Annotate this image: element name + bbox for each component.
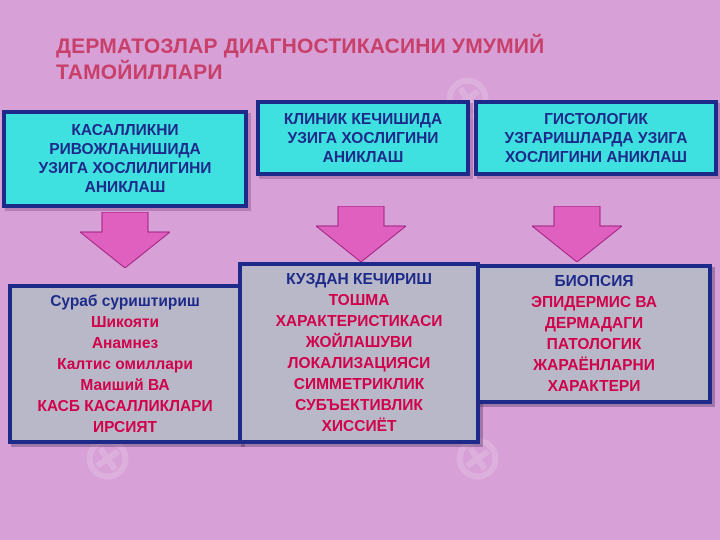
box-line: УЗИГА ХОСЛИЛИГИНИ bbox=[38, 160, 212, 177]
down-arrow-icon bbox=[532, 206, 622, 262]
box-line: УЗИГА ХОСЛИГИНИ bbox=[287, 129, 439, 147]
principle-box-clinical: КЛИНИК КЕЧИШИДА УЗИГА ХОСЛИГИНИ АНИКЛАШ bbox=[256, 100, 470, 176]
method-box-anamnesis: Сураб суриштириш Шикояти Анамнез Калтис … bbox=[8, 284, 242, 444]
slide-title: ДЕРМАТОЗЛАР ДИАГНОСТИКАСИНИ УМУМИЙ ТАМОЙ… bbox=[56, 34, 676, 86]
box-line: БИОПСИЯ bbox=[554, 273, 634, 290]
box-line: ПАТОЛОГИК bbox=[546, 336, 642, 353]
box-line: Анамнез bbox=[91, 334, 159, 352]
box-line: ЛОКАЛИЗАЦИЯСИ bbox=[287, 355, 431, 372]
box-line: ГИСТОЛОГИК bbox=[544, 110, 648, 128]
down-arrow-icon bbox=[316, 206, 406, 262]
box-line: ХОСЛИГИНИ АНИКЛАШ bbox=[504, 148, 687, 166]
method-box-examination: КУЗДАН КЕЧИРИШ ТОШМА ХАРАКТЕРИСТИКАСИ ЖО… bbox=[238, 262, 480, 444]
box-line: ХАРАКТЕРИСТИКАСИ bbox=[275, 313, 443, 330]
title-line-2: ТАМОЙИЛЛАРИ bbox=[56, 61, 223, 84]
box-line: УЗГАРИШЛАРДА УЗИГА bbox=[504, 129, 688, 147]
box-line: АНИКЛАШ bbox=[84, 179, 166, 196]
box-line: РИВОЖЛАНИШИДА bbox=[49, 141, 201, 158]
box-line: Маиший ВА bbox=[80, 376, 170, 394]
down-arrow-icon bbox=[80, 212, 170, 268]
principle-box-development: КАСАЛЛИКНИ РИВОЖЛАНИШИДА УЗИГА ХОСЛИЛИГИ… bbox=[2, 110, 248, 208]
box-line: ЭПИДЕРМИС ВА bbox=[531, 294, 657, 311]
box-line: ХИССИЁТ bbox=[321, 418, 397, 435]
title-line-1: ДЕРМАТОЗЛАР ДИАГНОСТИКАСИНИ УМУМИЙ bbox=[56, 35, 545, 58]
box-line: Шикояти bbox=[90, 313, 160, 331]
box-line: КАСБ КАСАЛЛИКЛАРИ bbox=[37, 397, 213, 415]
box-line: ХАРАКТЕРИ bbox=[547, 378, 641, 395]
box-line: ТОШМА bbox=[328, 292, 390, 309]
box-line: СИММЕТРИКЛИК bbox=[293, 376, 425, 393]
box-line: КЛИНИК КЕЧИШИДА bbox=[283, 110, 443, 128]
box-line: Калтис омиллари bbox=[57, 355, 193, 373]
method-box-biopsy: БИОПСИЯ ЭПИДЕРМИС ВА ДЕРМАДАГИ ПАТОЛОГИК… bbox=[476, 264, 712, 404]
box-line: КУЗДАН КЕЧИРИШ bbox=[286, 271, 432, 288]
box-line: АНИКЛАШ bbox=[322, 148, 404, 166]
box-line: ИРСИЯТ bbox=[92, 418, 158, 436]
box-line: ЖАРАЁНЛАРНИ bbox=[533, 357, 655, 374]
principle-box-histological: ГИСТОЛОГИК УЗГАРИШЛАРДА УЗИГА ХОСЛИГИНИ … bbox=[474, 100, 718, 176]
box-line: ДЕРМАДАГИ bbox=[544, 315, 644, 332]
box-line: КАСАЛЛИКНИ bbox=[71, 122, 179, 139]
box-line: Сураб суриштириш bbox=[50, 292, 200, 310]
box-line: СУБЪЕКТИВЛИК bbox=[295, 397, 423, 414]
box-line: ЖОЙЛАШУВИ bbox=[305, 334, 413, 351]
